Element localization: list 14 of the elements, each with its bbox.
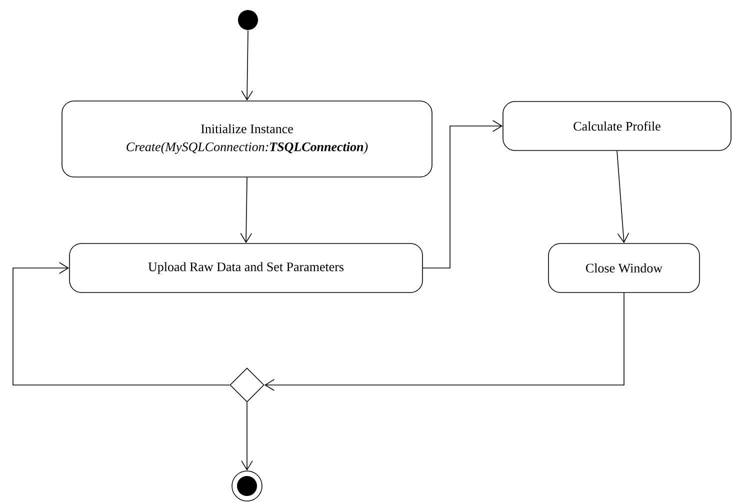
arrow: [241, 402, 253, 471]
arrow: [240, 177, 252, 244]
activity-box: Upload Raw Data and Set Parameters: [69, 243, 423, 293]
activity-box: Calculate Profile: [502, 101, 732, 151]
arrow: [241, 30, 254, 101]
arrow: [422, 120, 503, 268]
activity-box: Initialize Instance Create(MySQLConnection:TSQLConnection): [62, 100, 432, 178]
arrow: [12, 262, 230, 386]
arrow: [264, 292, 624, 391]
start-dot: [238, 10, 258, 30]
arrow: [616, 150, 630, 244]
activity-box: Close Window: [548, 243, 700, 293]
end-bullseye: [232, 470, 262, 502]
decision-diamond: [230, 368, 264, 402]
